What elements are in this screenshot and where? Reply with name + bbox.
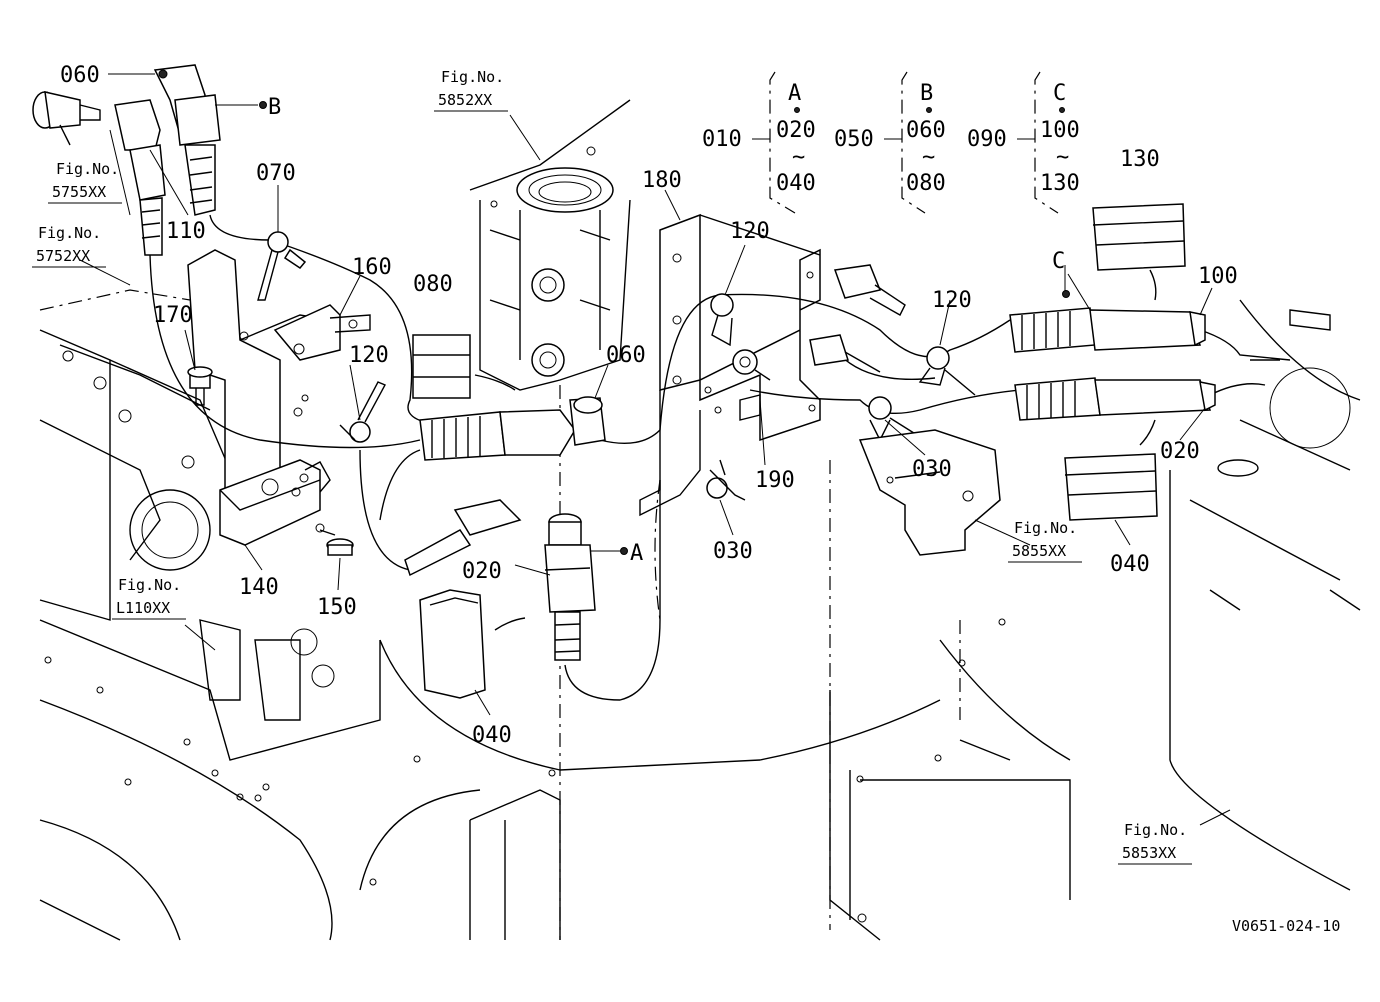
callout-110: 110 [166, 219, 206, 244]
bolts [187, 366, 354, 556]
callout-100: 100 [1198, 264, 1238, 289]
callout-060-mid: 060 [606, 343, 646, 368]
fig-5853-label: Fig.No. [1124, 821, 1187, 839]
connector-markers: B A C [268, 95, 1065, 566]
legend-to-130: 130 [1040, 171, 1080, 196]
legend-letter-a: A [788, 81, 801, 106]
callout-020-center: 020 [462, 559, 502, 584]
legend-letter-c: C [1053, 81, 1066, 106]
legend-from-020: 020 [776, 118, 816, 143]
callout-070: 070 [256, 161, 296, 186]
fig-5855-label: Fig.No. [1014, 519, 1077, 537]
callout-150: 150 [317, 595, 357, 620]
legend-letter-b: B [920, 81, 933, 106]
callout-080: 080 [413, 272, 453, 297]
legend-to-040: 040 [776, 171, 816, 196]
fig-5855-number: 5855XX [1012, 542, 1066, 560]
marker-dots [259, 101, 1070, 555]
callout-030-right: 030 [912, 457, 952, 482]
legend-to-080: 080 [906, 171, 946, 196]
callout-030-mid: 030 [713, 539, 753, 564]
legend-tilde-c: ~ [1056, 145, 1069, 170]
legend-from-100: 100 [1040, 118, 1080, 143]
callout-120-left: 120 [349, 343, 389, 368]
legend-tilde-a: ~ [792, 145, 805, 170]
legend-from-060: 060 [906, 118, 946, 143]
callout-160: 160 [352, 255, 392, 280]
callout-130: 130 [1120, 147, 1160, 172]
callout-040-center: 040 [472, 723, 512, 748]
marker-c: C [1052, 249, 1065, 274]
callout-140: 140 [239, 575, 279, 600]
figure-references: Fig.No. 5755XX Fig.No. 5752XX Fig.No. 58… [32, 68, 1192, 865]
right-connectors [412, 203, 1216, 631]
fig-l110-label: Fig.No. [118, 576, 181, 594]
marker-a: A [630, 541, 643, 566]
fig-5755-number: 5755XX [52, 183, 106, 201]
callout-060-top: 060 [60, 63, 100, 88]
clamps-120-070 [257, 231, 976, 501]
fig-l110-number: L110XX [116, 599, 170, 617]
center-connectors [404, 396, 606, 699]
legend-tilde-b: ~ [922, 145, 935, 170]
legend-code-050: 050 [834, 127, 874, 152]
center-housing [469, 99, 631, 391]
legend: 010 A 020 ~ 040 050 B 060 ~ 080 090 C 10… [702, 71, 1080, 214]
marker-b: B [268, 95, 281, 120]
callout-labels: 060 110 070 160 170 080 120 060 180 120 … [60, 63, 1238, 748]
connector-b-group [32, 64, 221, 256]
callout-120-mid: 120 [730, 219, 770, 244]
bracket-5855 [858, 429, 1001, 556]
callout-040-right: 040 [1110, 552, 1150, 577]
fig-5853-number: 5853XX [1122, 844, 1176, 862]
callout-190: 190 [755, 468, 795, 493]
callout-020-right: 020 [1160, 439, 1200, 464]
callout-170: 170 [153, 303, 193, 328]
callout-180: 180 [642, 168, 682, 193]
leader-lines [79, 73, 1231, 826]
bracket-180 [639, 213, 821, 517]
brackets-left [187, 249, 371, 546]
drawing-id: V0651-024-10 [1232, 917, 1340, 935]
fig-5852-label: Fig.No. [441, 68, 504, 86]
wire-harness [149, 214, 1291, 940]
legend-code-090: 090 [967, 127, 1007, 152]
fig-5752-label: Fig.No. [38, 224, 101, 242]
fig-5752-number: 5752XX [36, 247, 90, 265]
callout-120-right: 120 [932, 288, 972, 313]
fig-5755-label: Fig.No. [56, 160, 119, 178]
fig-5852-number: 5852XX [438, 91, 492, 109]
legend-code-010: 010 [702, 127, 742, 152]
